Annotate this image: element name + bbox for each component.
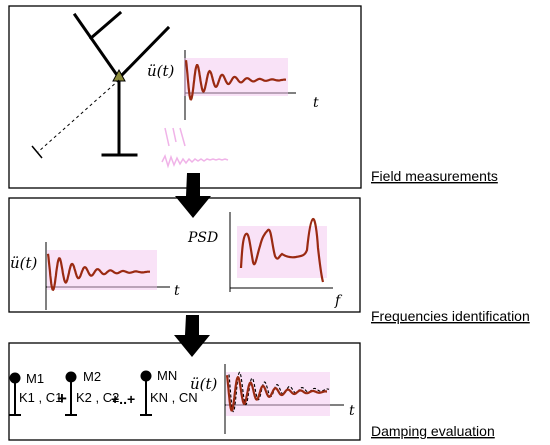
guy-wire <box>37 79 120 153</box>
oscillator-2-icon <box>65 371 77 416</box>
damping-panel <box>8 342 361 441</box>
psd-curve <box>239 217 325 283</box>
mode-n-coefficients: KN , CN <box>150 390 198 405</box>
psd-label: PSD <box>187 230 218 246</box>
mode-2-coefficients: K2 , C2 <box>76 390 119 405</box>
pivot-sensor-icon <box>112 68 126 82</box>
oscillator-1-icon <box>9 372 21 416</box>
frequencies-panel <box>8 197 361 313</box>
fitted-signal <box>228 371 330 413</box>
mode-1-coefficients: K1 , C1 <box>19 390 62 405</box>
field-measurements-label: Field measurements <box>371 168 498 184</box>
field-panel <box>8 5 362 189</box>
plus-sign: + <box>57 389 67 408</box>
tree-structure-icon <box>72 10 171 157</box>
plus-ellipsis: +..+ <box>111 391 135 407</box>
mode-1-mass: M1 <box>26 371 44 386</box>
damping-evaluation-label: Damping evaluation <box>371 423 495 439</box>
down-arrow-icon <box>175 173 211 218</box>
signal-label: ü(t) <box>147 62 175 80</box>
acceleration-signal <box>46 253 150 292</box>
frequency-axis-label: f <box>334 293 343 309</box>
frequencies-identification-label: Frequencies identification <box>371 308 530 324</box>
guy-anchor <box>31 145 43 159</box>
oscillator-n-icon <box>140 370 152 416</box>
mode-2-mass: M2 <box>83 369 101 384</box>
mode-n-mass: MN <box>157 368 177 383</box>
time-axis-label: t <box>313 95 319 111</box>
time-axis-label: t <box>174 283 180 299</box>
acceleration-signal <box>225 375 327 412</box>
acceleration-signal <box>184 60 286 101</box>
time-axis-label: t <box>349 403 355 419</box>
down-arrow-icon <box>174 315 210 357</box>
signal-label: ü(t) <box>190 375 218 393</box>
reflection-ghost <box>161 127 229 169</box>
signal-label: ü(t) <box>10 254 38 272</box>
psd-axes <box>229 212 333 292</box>
